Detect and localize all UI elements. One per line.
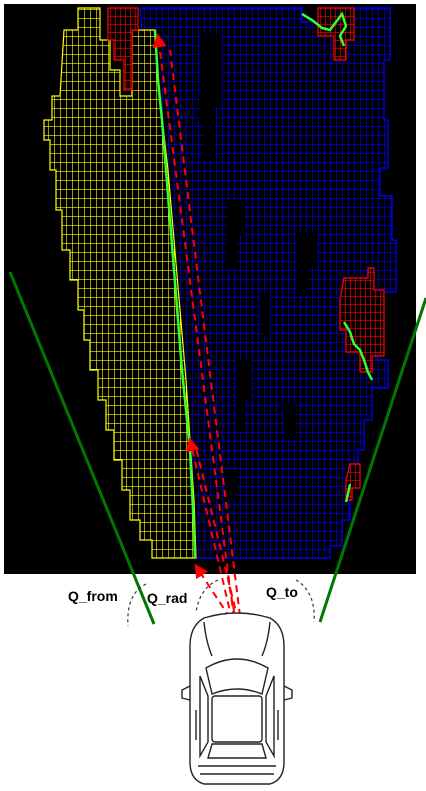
car-top-view-icon: [181, 612, 293, 785]
left-boundary-path: [153, 29, 197, 559]
q-rad-label: Q_rad: [147, 590, 187, 606]
obstacle-region-top-left: [107, 7, 139, 91]
obstacle-region-right: [339, 267, 385, 373]
q-to-arc: [295, 579, 315, 623]
left-boundary-region: [43, 7, 197, 559]
right-obstacle-path: [342, 321, 374, 381]
ray-arrows: [152, 33, 241, 623]
q-rad-arc: [195, 579, 219, 613]
angle-arcs: [127, 579, 315, 627]
lower-right-path: [344, 483, 352, 503]
q-to-label: Q_to: [266, 584, 298, 600]
fov-left-line: [8, 271, 156, 625]
top-right-path: [301, 11, 348, 47]
q-from-label: Q_from: [68, 588, 118, 604]
q-from-arc: [127, 583, 147, 627]
fov-right-line: [318, 297, 426, 623]
